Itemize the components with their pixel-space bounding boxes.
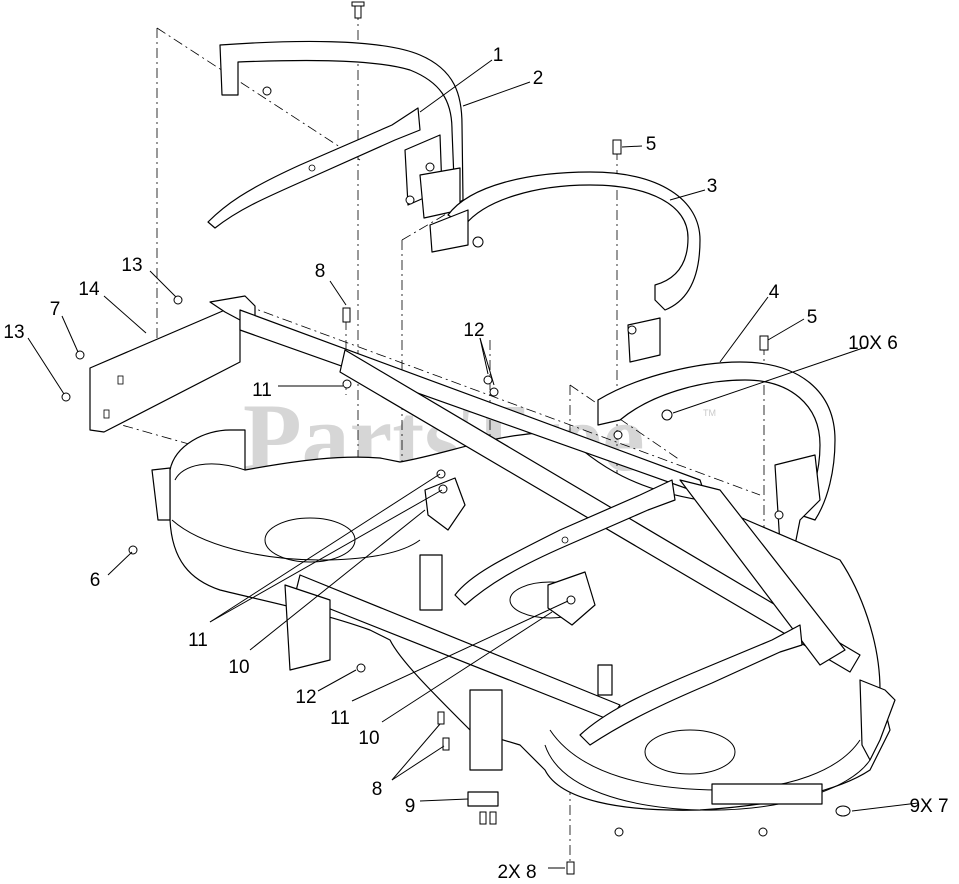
callout-c10x6: 10X 6 <box>848 333 898 354</box>
watermark-tm: TM <box>703 408 716 418</box>
left-baffle-part-2 <box>219 40 464 219</box>
callout-c13b: 13 <box>3 322 24 343</box>
callout-c5b: 5 <box>807 307 818 328</box>
left-blade-part-1 <box>207 107 421 229</box>
mower-deck-housing <box>151 429 896 811</box>
callout-c7a: 7 <box>50 299 61 320</box>
callout-c12a: 12 <box>463 320 484 341</box>
leader-lines <box>27 59 919 869</box>
deck-frame-rails <box>239 309 861 771</box>
callout-c8a: 8 <box>315 261 326 282</box>
center-blade-part-1 <box>454 479 676 606</box>
callout-c6: 6 <box>90 570 101 591</box>
callout-c10b: 10 <box>358 728 379 749</box>
left-shield-part-14 <box>89 295 256 433</box>
hardware <box>61 1 851 875</box>
callout-c1: 1 <box>493 45 504 66</box>
callout-c2: 2 <box>533 68 544 89</box>
callout-c8b: 8 <box>372 779 383 800</box>
callout-c4: 4 <box>769 282 780 303</box>
callout-c5a: 5 <box>646 134 657 155</box>
callout-c9: 9 <box>405 796 416 817</box>
callout-c11a: 11 <box>252 380 272 401</box>
callout-c3: 3 <box>707 176 718 197</box>
callout-c11c: 11 <box>330 708 350 729</box>
callout-c9x7: 9X 7 <box>909 796 948 817</box>
callout-c12b: 12 <box>295 687 316 708</box>
callout-c2x8: 2X 8 <box>497 862 536 883</box>
callout-c14: 14 <box>78 279 100 300</box>
right-blade-part-1 <box>579 624 803 746</box>
callout-c10a: 10 <box>228 657 249 678</box>
middle-baffle-part-3 <box>429 171 701 363</box>
callout-c13a: 13 <box>121 255 142 276</box>
right-baffle-part-4 <box>597 361 836 546</box>
callout-c11b: 11 <box>188 630 208 651</box>
